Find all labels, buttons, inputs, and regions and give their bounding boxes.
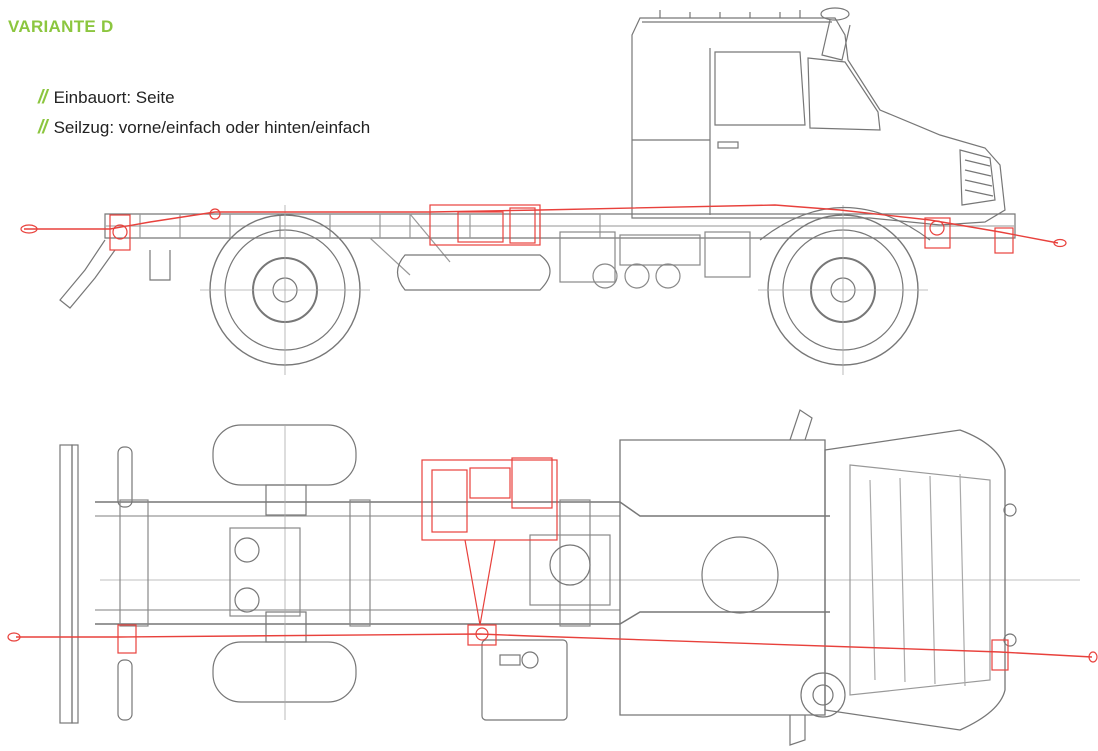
bullet-text-cable: Seilzug: vorne/einfach oder hinten/einfa… xyxy=(53,118,371,137)
winch-unit-icon xyxy=(20,204,1067,254)
list-item: // Seilzug: vorne/einfach oder hinten/ei… xyxy=(38,113,370,143)
bullet-text-installation: Einbauort: Seite xyxy=(53,88,175,107)
feature-list: // Einbauort: Seite // Seilzug: vorne/ei… xyxy=(38,83,370,143)
bullet-marker: // xyxy=(38,117,48,138)
cable-hook-icon xyxy=(7,457,1098,671)
bullet-marker: // xyxy=(38,87,48,108)
page-title: VARIANTE D xyxy=(8,17,114,36)
truck-top-view-icon xyxy=(59,409,1080,746)
list-item: // Einbauort: Seite xyxy=(38,83,370,113)
truck-side-view-icon xyxy=(59,7,1016,375)
